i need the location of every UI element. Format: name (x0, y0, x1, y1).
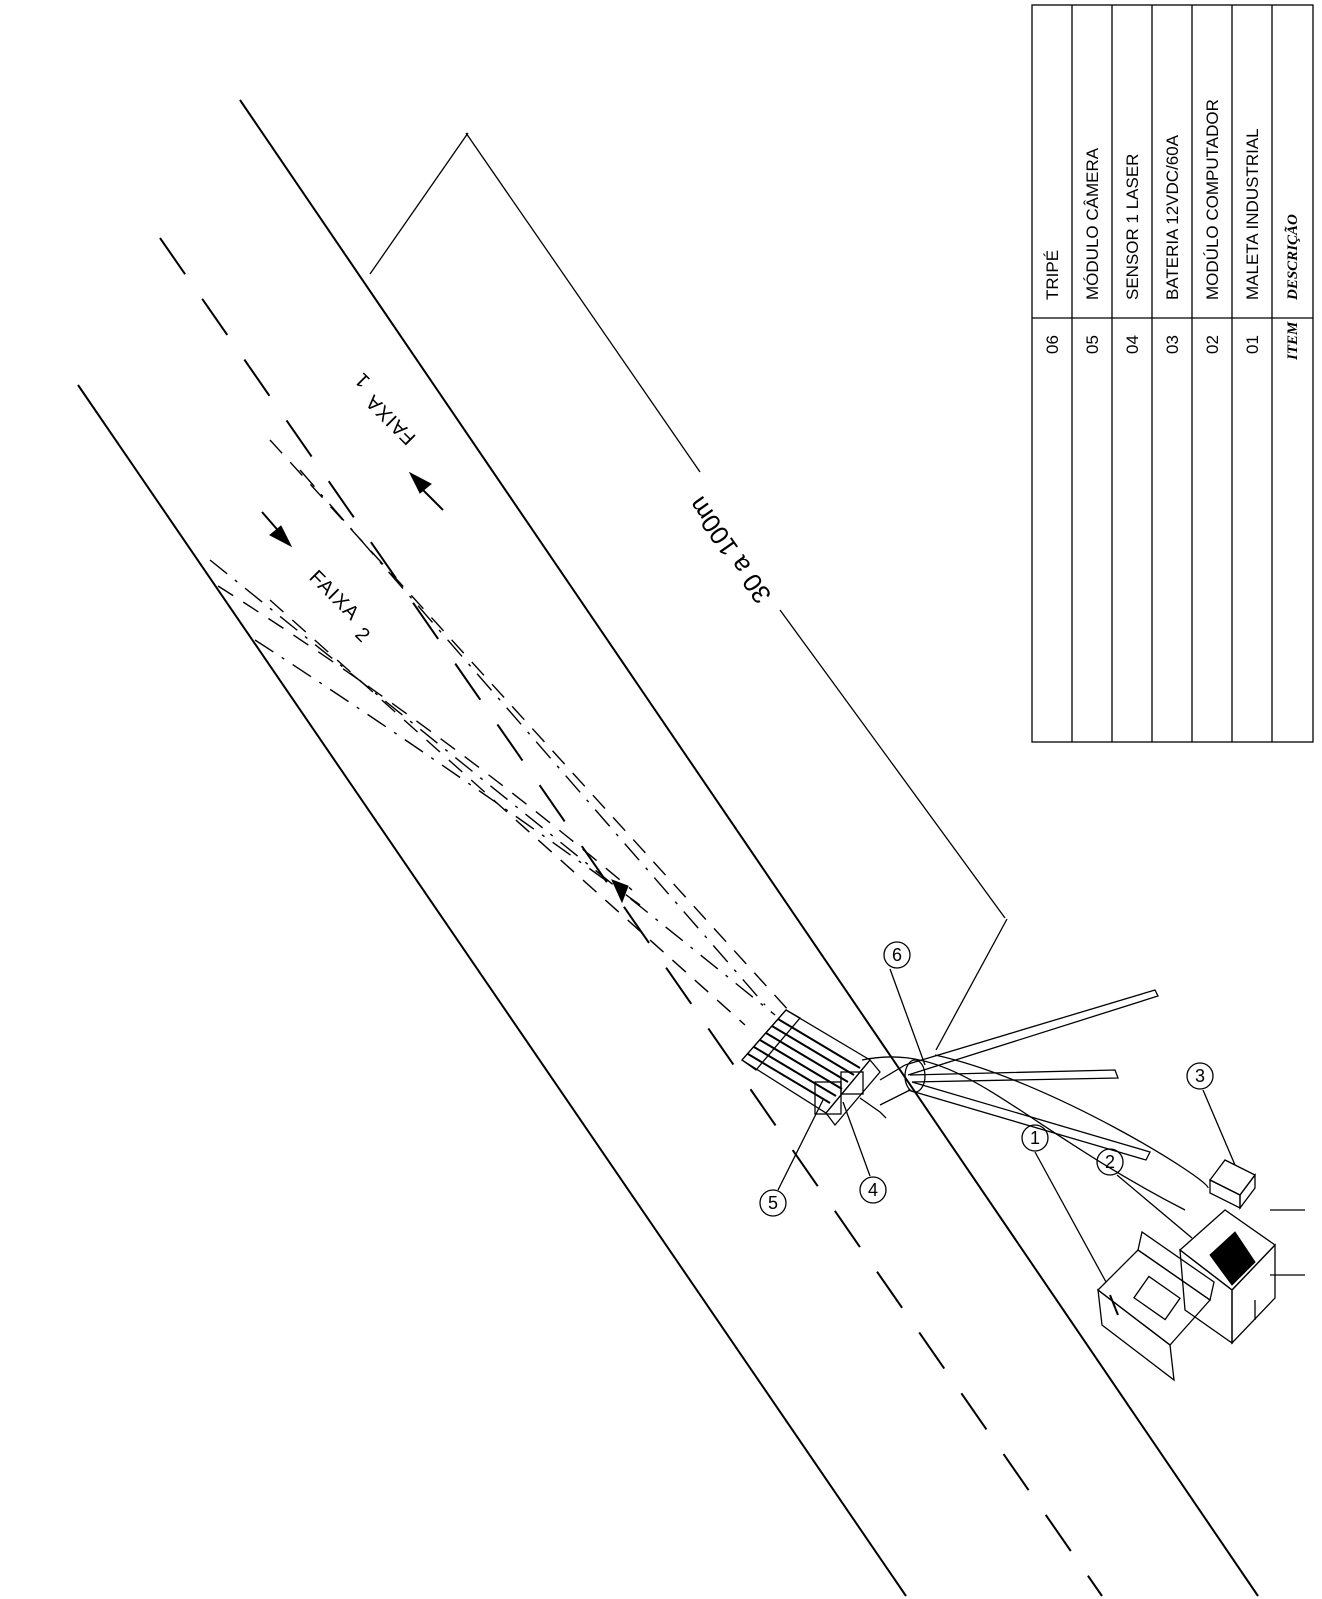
industrial-case (1097, 1230, 1215, 1382)
dimension-extension-far (369, 132, 469, 275)
distance-dimension: 30 a 100m (369, 132, 1008, 1051)
beam-arrow (611, 879, 629, 904)
lane-2-arrow (261, 511, 293, 548)
lane-1-label: FAIXA (361, 390, 420, 449)
row-description: MALETA INDUSTRIAL (1243, 128, 1262, 300)
lane-1: FAIXA 1 (350, 368, 420, 449)
laser-beam-2 (209, 559, 776, 1016)
computer-module (1178, 1209, 1305, 1345)
lane-1-number: 1 (350, 368, 374, 392)
road-edge-top (239, 99, 1259, 1597)
sensor-camera-unit (741, 1009, 887, 1127)
lane-divider-dashed (159, 237, 1103, 1597)
road (77, 99, 1259, 1597)
table-header: ITEM DESCRIÇÃO (1283, 214, 1301, 361)
tripod (879, 989, 1159, 1161)
svg-text:2: 2 (1105, 1152, 1115, 1172)
row-description: MODÚLO COMPUTADOR (1203, 99, 1222, 300)
lane-2: FAIXA 2 (305, 566, 375, 647)
sensor-beams (209, 439, 791, 1026)
dimension-line-upper (465, 132, 701, 473)
svg-text:3: 3 (1195, 1066, 1205, 1086)
table-row: 06 TRIPÉ (1043, 250, 1062, 354)
table-row: 05 MÓDULO CÂMERA (1083, 147, 1102, 354)
lane-1-arrow (408, 471, 444, 511)
row-item: 05 (1083, 335, 1102, 354)
row-item: 02 (1203, 335, 1222, 354)
callout-1: 1 (1021, 1124, 1107, 1283)
row-item: 01 (1243, 335, 1262, 354)
svg-text:1: 1 (1030, 1128, 1040, 1148)
callout-5: 5 (759, 1099, 824, 1217)
svg-text:5: 5 (768, 1193, 778, 1213)
svg-text:6: 6 (892, 945, 902, 965)
lane-2-label: FAIXA (305, 566, 364, 625)
laser-beam-1 (299, 469, 766, 1006)
camera-beam-3 (217, 585, 633, 891)
callout-2: 2 (1096, 1148, 1193, 1239)
table-row: 01 MALETA INDUSTRIAL (1243, 128, 1262, 354)
callout-6: 6 (883, 941, 926, 1066)
row-description: TRIPÉ (1043, 250, 1062, 300)
road-edge-bottom (77, 384, 907, 1597)
row-description: BATERIA 12VDC/60A (1163, 134, 1182, 300)
table-row: 02 MODÚLO COMPUTADOR (1203, 99, 1222, 354)
row-item: 06 (1043, 335, 1062, 354)
lane-2-number: 2 (351, 623, 375, 647)
battery (1209, 1159, 1256, 1210)
table-row: 03 BATERIA 12VDC/60A (1163, 134, 1182, 354)
parts-table: 06 TRIPÉ 05 MÓDULO CÂMERA 04 SENSOR 1 LA… (1031, 4, 1314, 743)
row-description: MÓDULO CÂMERA (1083, 147, 1102, 300)
camera-beam-2 (269, 599, 746, 1026)
svg-text:4: 4 (868, 1180, 878, 1200)
callout-3: 3 (1186, 1062, 1236, 1166)
row-item: 04 (1123, 335, 1142, 354)
cable (861, 1054, 1209, 1211)
callout-4: 4 (842, 1101, 887, 1204)
dimension-label: 30 a 100m (682, 491, 777, 609)
table-row: 04 SENSOR 1 LASER (1123, 154, 1142, 354)
header-description: DESCRIÇÃO (1283, 214, 1301, 301)
dimension-line-lower (779, 609, 1006, 919)
row-item: 03 (1163, 335, 1182, 354)
laser-beam-3 (254, 639, 641, 906)
camera-beam-1 (269, 439, 791, 1013)
dimension-extension-near (935, 918, 1008, 1051)
header-item: ITEM (1285, 321, 1301, 361)
row-description: SENSOR 1 LASER (1123, 154, 1142, 300)
